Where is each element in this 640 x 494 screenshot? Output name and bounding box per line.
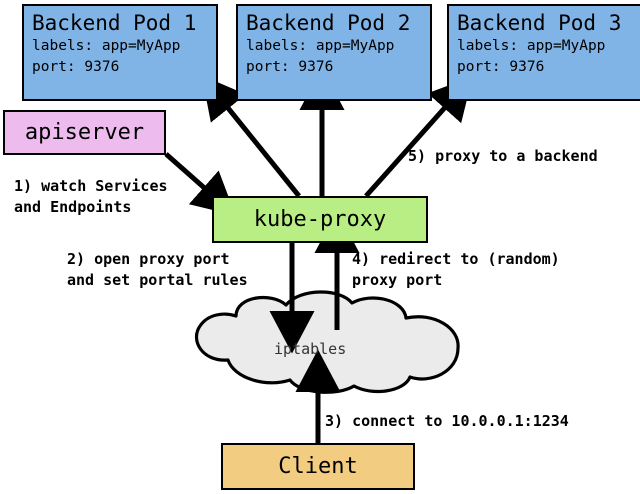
node-apiserver[interactable]: apiserver (3, 110, 166, 155)
pod-3-labels: labels: app=MyApp (457, 38, 606, 54)
arrow-apiserver-to-kubeproxy (164, 152, 236, 216)
apiserver-label: apiserver (24, 120, 145, 145)
pod-3-title: Backend Pod 3 (457, 11, 622, 35)
node-backend-pod-1[interactable]: Backend Pod 1 labels: app=MyApp port: 93… (22, 4, 218, 101)
step-4-annotation: 4) redirect to (random) proxy port (352, 249, 560, 291)
step-5-annotation: 5) proxy to a backend (408, 146, 598, 167)
step-2-line-1: 2) open proxy port (67, 250, 230, 268)
pod-2-title: Backend Pod 2 (246, 11, 411, 35)
step-1-line-1: 1) watch Services (14, 177, 168, 195)
node-backend-pod-2[interactable]: Backend Pod 2 labels: app=MyApp port: 93… (236, 4, 432, 101)
arrow-kubeproxy-to-pod3 (364, 76, 473, 198)
node-kube-proxy[interactable]: kube-proxy (212, 196, 428, 243)
pod-1-port: port: 9376 (32, 59, 120, 75)
node-backend-pod-3[interactable]: Backend Pod 3 labels: app=MyApp port: 93… (447, 4, 640, 101)
step-1-annotation: 1) watch Services and Endpoints (14, 176, 168, 218)
pod-3-port: port: 9376 (457, 59, 545, 75)
step-5-line-1: 5) proxy to a backend (408, 147, 598, 165)
client-label: Client (278, 454, 358, 479)
step-2-annotation: 2) open proxy port and set portal rules (67, 249, 248, 291)
step-3-annotation: 3) connect to 10.0.0.1:1234 (325, 411, 569, 432)
kube-proxy-label: kube-proxy (253, 207, 387, 232)
step-1-line-2: and Endpoints (14, 198, 132, 216)
arrow-kubeproxy-to-pod1 (201, 75, 301, 198)
node-client[interactable]: Client (221, 443, 415, 490)
step-2-line-2: and set portal rules (67, 271, 248, 289)
iptables-cloud (194, 290, 460, 394)
pod-2-port: port: 9376 (246, 59, 334, 75)
iptables-label: iptables (274, 340, 347, 358)
pod-1-labels: labels: app=MyApp (32, 38, 181, 54)
step-4-line-1: 4) redirect to (random) (352, 250, 560, 268)
step-4-line-2: proxy port (352, 271, 443, 289)
pod-1-title: Backend Pod 1 (32, 11, 197, 35)
step-3-line-1: 3) connect to 10.0.0.1:1234 (325, 412, 569, 430)
pod-2-labels: labels: app=MyApp (246, 38, 395, 54)
